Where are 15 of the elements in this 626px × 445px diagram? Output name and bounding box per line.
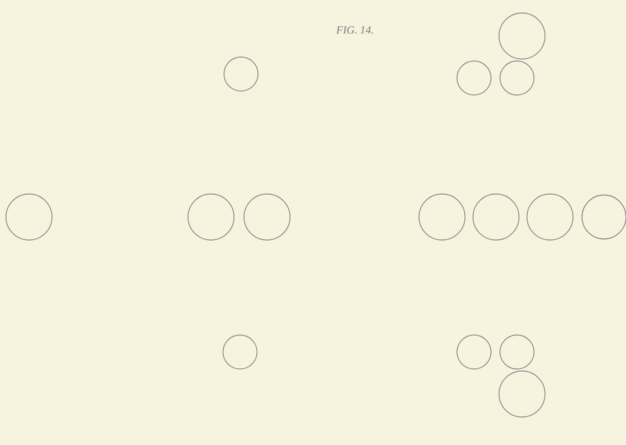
circle [500, 60, 534, 96]
circle [498, 12, 546, 60]
circle [456, 334, 492, 370]
circle [500, 334, 534, 370]
circle [498, 370, 546, 418]
circle [188, 194, 234, 240]
circle [472, 194, 520, 240]
circle [244, 194, 290, 240]
circle [526, 194, 574, 240]
circle [6, 194, 52, 240]
circle [222, 334, 258, 370]
circle [456, 60, 492, 96]
figure-title: FIG. 14. [336, 26, 373, 34]
circle [418, 194, 466, 240]
circle [224, 56, 258, 92]
